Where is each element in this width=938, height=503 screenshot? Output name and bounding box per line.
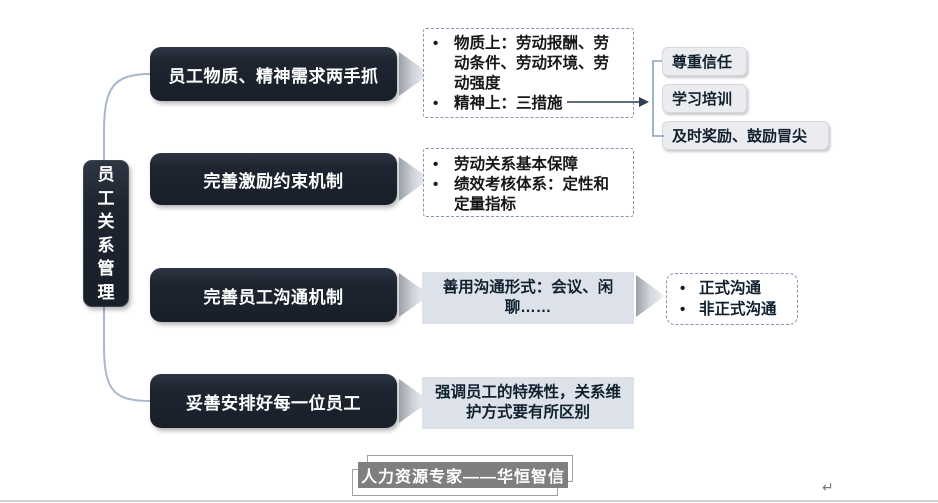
leaf-timely-reward: 及时奖励、鼓励冒尖	[662, 121, 829, 150]
branch-label: 妥善安排好每一位员工	[186, 393, 361, 413]
branch-incentive-mechanism: 完善激励约束机制	[150, 153, 397, 205]
panel-communication-types: 正式沟通 非正式沟通	[666, 273, 798, 325]
bullet-item: 非正式沟通	[667, 299, 791, 320]
bullet-item: 正式沟通	[667, 278, 791, 299]
branch-communication-mechanism: 完善员工沟通机制	[150, 268, 397, 322]
bullet-item: 劳动关系基本保障	[424, 155, 621, 175]
panel-text: 强调员工的特殊性，关系维护方式要有所区别	[434, 384, 621, 421]
leaf-label: 尊重信任	[672, 54, 733, 71]
branch-arrange-every-employee: 妥善安排好每一位员工	[150, 374, 397, 428]
bullet-item: 精神上：三措施	[424, 94, 621, 114]
footer-banner: 人力资源专家——华恒智信	[358, 462, 568, 488]
needs-bullet-list: 物质上：劳动报酬、劳动条件、劳动环境、劳动强度 精神上：三措施	[424, 34, 621, 114]
root-node-employee-relations: 员工关系管理	[83, 160, 129, 307]
leaf-label: 及时奖励、鼓励冒尖	[672, 128, 808, 145]
root-node-label: 员工关系管理	[97, 165, 115, 302]
leaf-learning-training: 学习培训	[662, 84, 747, 113]
panel-text: 善用沟通形式：会议、闲聊……	[442, 279, 614, 316]
communication-types-list: 正式沟通 非正式沟通	[667, 278, 791, 320]
branch-label: 完善员工沟通机制	[203, 287, 344, 307]
branch-label: 完善激励约束机制	[203, 171, 344, 191]
branch-label: 员工物质、精神需求两手抓	[168, 66, 379, 86]
page-bottom-rule	[0, 500, 938, 502]
footer-banner-text: 人力资源专家——华恒智信	[360, 469, 565, 486]
incentive-bullet-list: 劳动关系基本保障 绩效考核体系：定性和定量指标	[424, 155, 621, 215]
bullet-item: 物质上：劳动报酬、劳动条件、劳动环境、劳动强度	[424, 34, 621, 94]
branch-material-spiritual-needs: 员工物质、精神需求两手抓	[150, 47, 397, 101]
leaf-label: 学习培训	[672, 91, 733, 108]
panel-needs-detail: 物质上：劳动报酬、劳动条件、劳动环境、劳动强度 精神上：三措施	[423, 28, 634, 118]
leaf-respect-trust: 尊重信任	[662, 47, 747, 76]
bullet-item: 绩效考核体系：定性和定量指标	[424, 175, 621, 215]
panel-communication-detail: 善用沟通形式：会议、闲聊……	[422, 272, 634, 324]
chevron-right-icon	[636, 275, 665, 317]
panel-arrangement-detail: 强调员工的特殊性，关系维护方式要有所区别	[422, 377, 634, 429]
panel-incentive-detail: 劳动关系基本保障 绩效考核体系：定性和定量指标	[423, 148, 634, 217]
paragraph-return-icon: ↵	[822, 479, 834, 495]
